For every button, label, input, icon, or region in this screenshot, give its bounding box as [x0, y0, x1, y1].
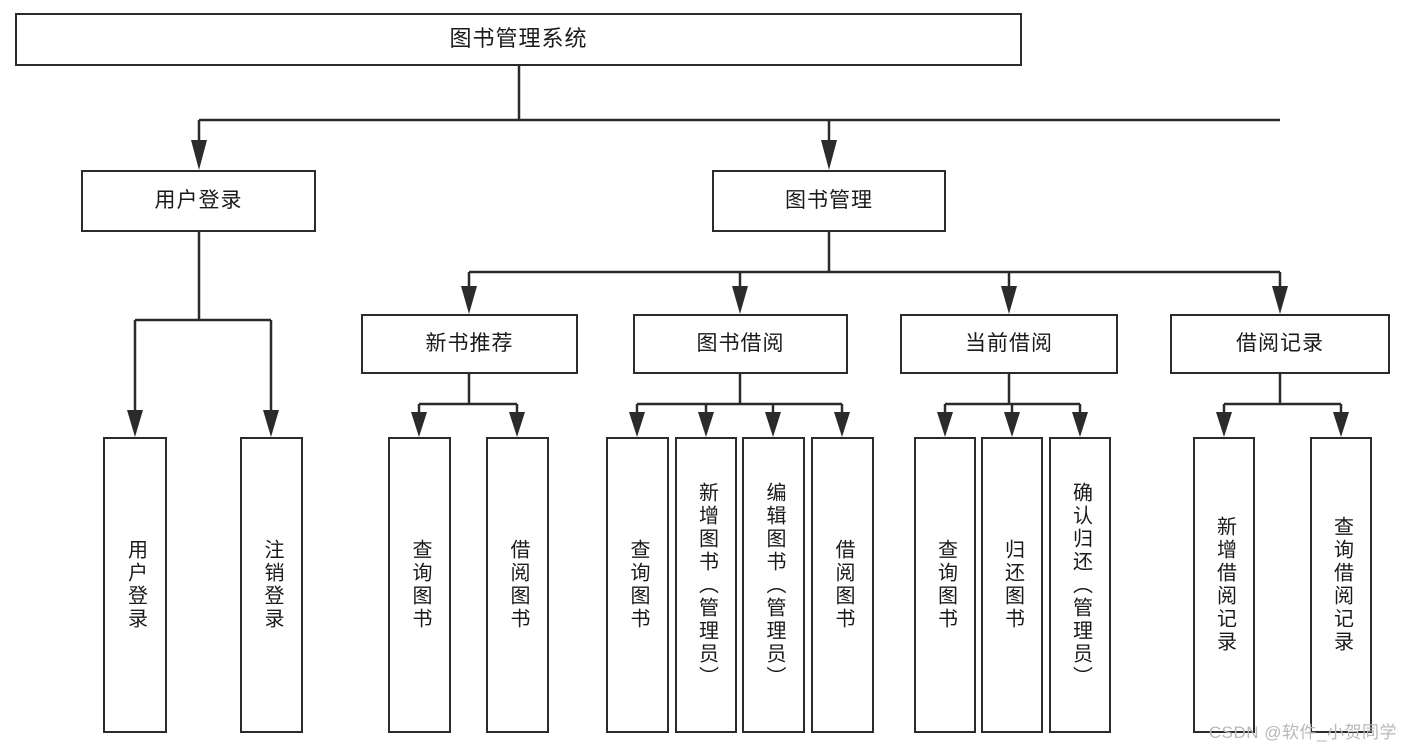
node-label: 图书管理系统	[449, 26, 588, 52]
leaf-user-logout[interactable]: 注销登录	[240, 437, 303, 733]
node-root-system[interactable]: 图书管理系统	[15, 13, 1022, 66]
watermark: CSDN @软件_小贺同学	[1208, 723, 1397, 742]
node-label: 用户登录	[154, 189, 243, 213]
leaf-record-add-record[interactable]: 新增借阅记录	[1193, 437, 1255, 733]
node-label: 图书管理	[785, 189, 873, 213]
node-label: 借阅图书	[507, 539, 529, 631]
node-label: 借阅记录	[1236, 332, 1324, 356]
node-book-management[interactable]: 图书管理	[712, 170, 946, 232]
node-label: 查询图书	[627, 539, 649, 631]
leaf-current-return-book[interactable]: 归还图书	[981, 437, 1043, 733]
leaf-borrow-borrow-book[interactable]: 借阅图书	[811, 437, 874, 733]
leaf-borrow-add-book-admin[interactable]: 新增图书（管理员）	[675, 437, 737, 733]
node-current-borrow[interactable]: 当前借阅	[900, 314, 1118, 374]
leaf-current-query-book[interactable]: 查询图书	[914, 437, 976, 733]
node-label: 新书推荐	[425, 332, 514, 356]
node-book-borrow[interactable]: 图书借阅	[633, 314, 848, 374]
node-label: 确认归还（管理员）	[1069, 481, 1092, 689]
leaf-record-query-record[interactable]: 查询借阅记录	[1310, 437, 1372, 733]
node-label: 新增图书（管理员）	[695, 481, 718, 689]
node-new-book-recommend[interactable]: 新书推荐	[361, 314, 578, 374]
node-label: 新增借阅记录	[1213, 516, 1236, 654]
leaf-user-login[interactable]: 用户登录	[103, 437, 167, 733]
node-borrow-record[interactable]: 借阅记录	[1170, 314, 1390, 374]
node-label: 用户登录	[124, 539, 147, 631]
node-label: 当前借阅	[965, 332, 1053, 356]
leaf-borrow-edit-book-admin[interactable]: 编辑图书（管理员）	[742, 437, 805, 733]
node-label: 编辑图书（管理员）	[763, 481, 785, 689]
node-label: 注销登录	[261, 539, 283, 631]
node-label: 查询图书	[934, 539, 957, 631]
node-label: 图书借阅	[696, 332, 785, 356]
node-label: 借阅图书	[832, 539, 854, 631]
node-label: 查询图书	[409, 539, 431, 631]
node-label: 查询借阅记录	[1330, 516, 1353, 654]
node-label: 归还图书	[1001, 539, 1024, 631]
leaf-recommend-borrow-book[interactable]: 借阅图书	[486, 437, 549, 733]
leaf-current-confirm-return-admin[interactable]: 确认归还（管理员）	[1049, 437, 1111, 733]
leaf-recommend-query-book[interactable]: 查询图书	[388, 437, 451, 733]
node-user-login[interactable]: 用户登录	[81, 170, 316, 232]
leaf-borrow-query-book[interactable]: 查询图书	[606, 437, 669, 733]
